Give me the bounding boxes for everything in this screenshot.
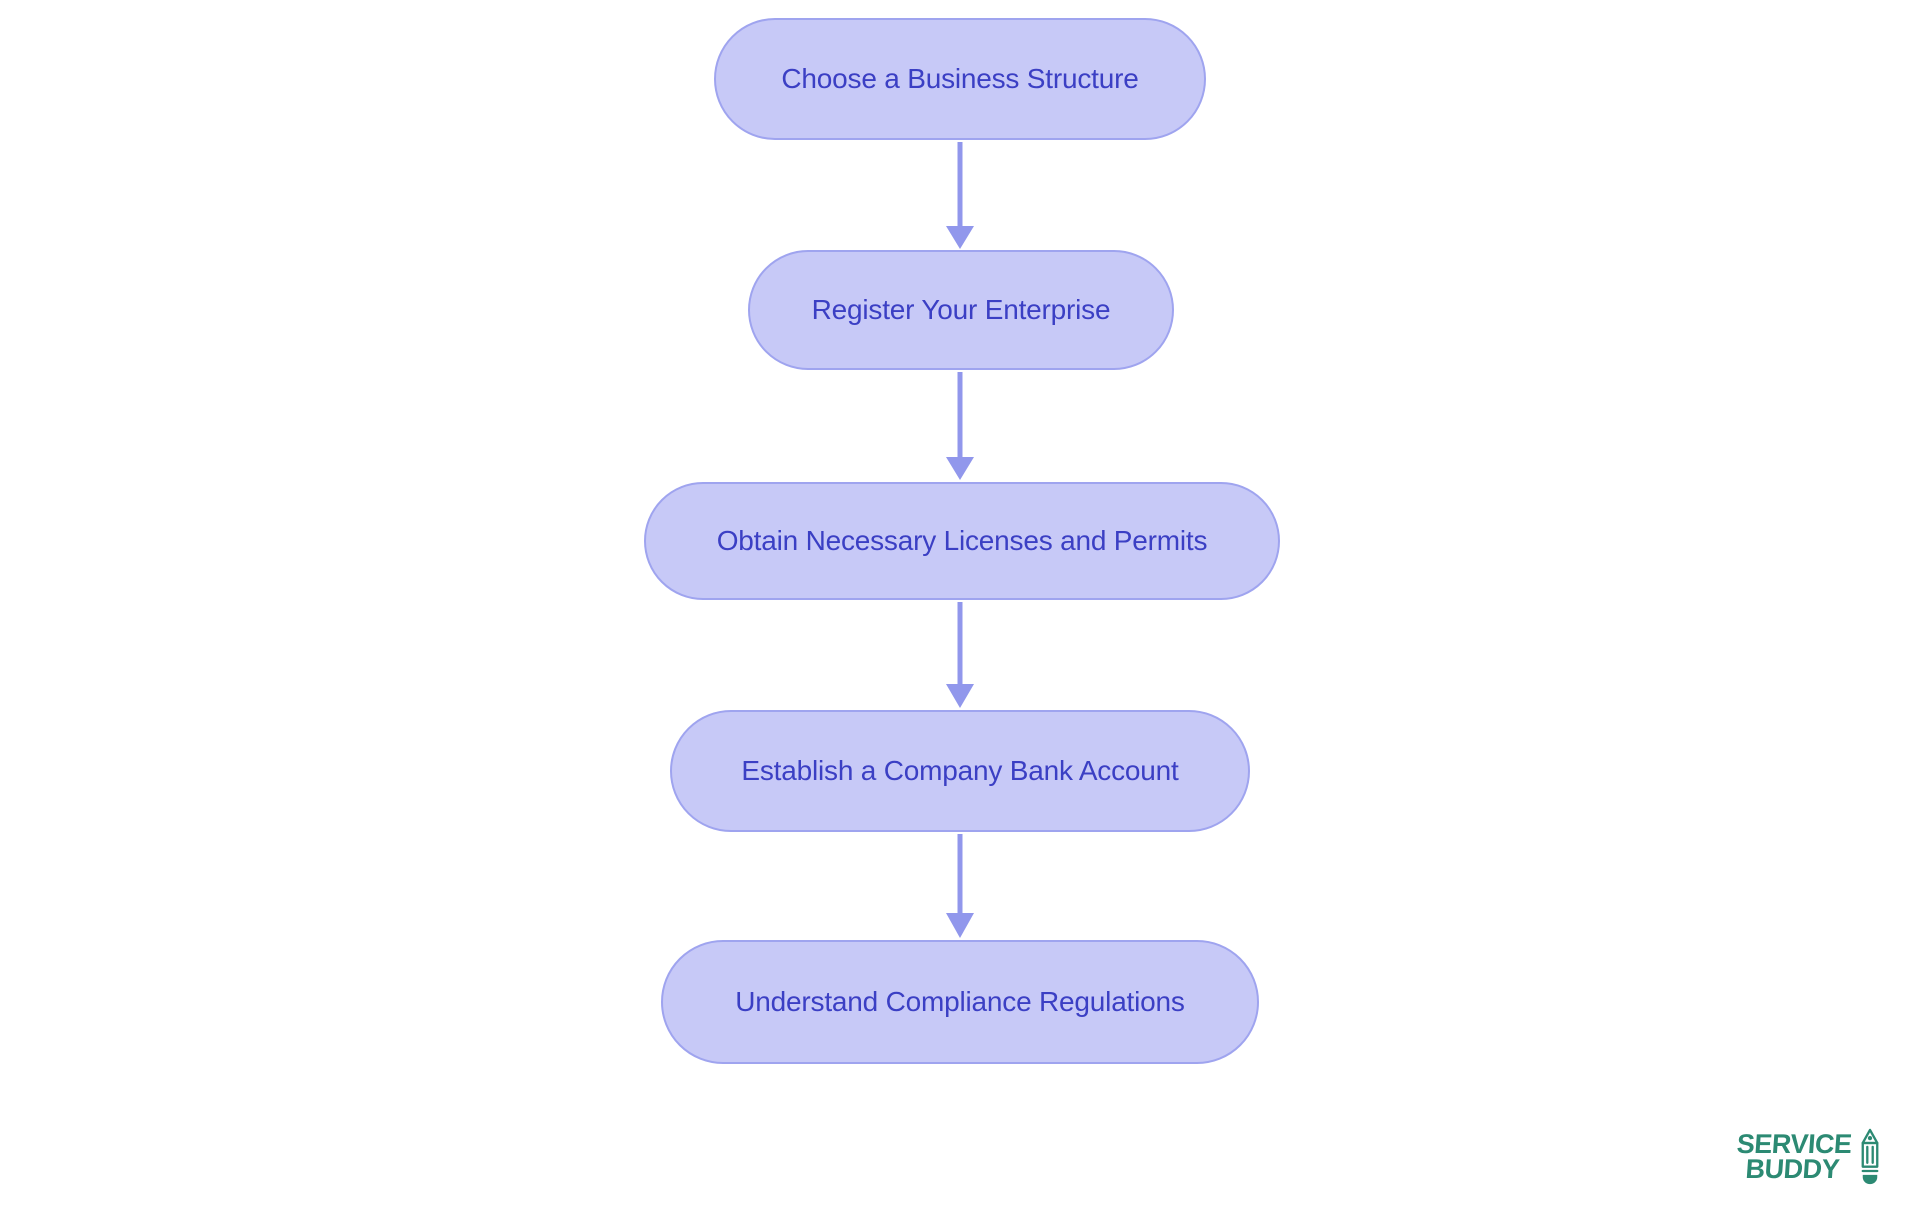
service-buddy-wordmark: SERVICE BUDDY <box>1734 1129 1853 1184</box>
flow-node-label: Obtain Necessary Licenses and Permits <box>716 525 1208 556</box>
flow-node-label: Understand Compliance Regulations <box>735 986 1185 1017</box>
pencil-icon <box>1861 1128 1878 1185</box>
flow-node-label: Establish a Company Bank Account <box>741 755 1179 786</box>
logo-line-buddy: BUDDY <box>1744 1154 1841 1184</box>
flow-node-label: Register Your Enterprise <box>811 294 1111 325</box>
flow-arrow-3 <box>946 602 974 708</box>
flow-node-choose-business-structure: Choose a Business Structure <box>714 18 1206 140</box>
flow-arrow-4 <box>946 834 974 938</box>
flow-node-label: Choose a Business Structure <box>781 63 1139 94</box>
flow-node-register-your-enterprise: Register Your Enterprise <box>748 250 1174 370</box>
flow-node-obtain-licenses-permits: Obtain Necessary Licenses and Permits <box>644 482 1280 600</box>
flow-arrow-2 <box>946 372 974 480</box>
service-buddy-logo: SERVICE BUDDY <box>1736 1128 1882 1186</box>
flow-arrow-1 <box>946 142 974 249</box>
flow-node-establish-bank-account: Establish a Company Bank Account <box>670 710 1250 832</box>
flow-node-understand-compliance: Understand Compliance Regulations <box>661 940 1259 1064</box>
